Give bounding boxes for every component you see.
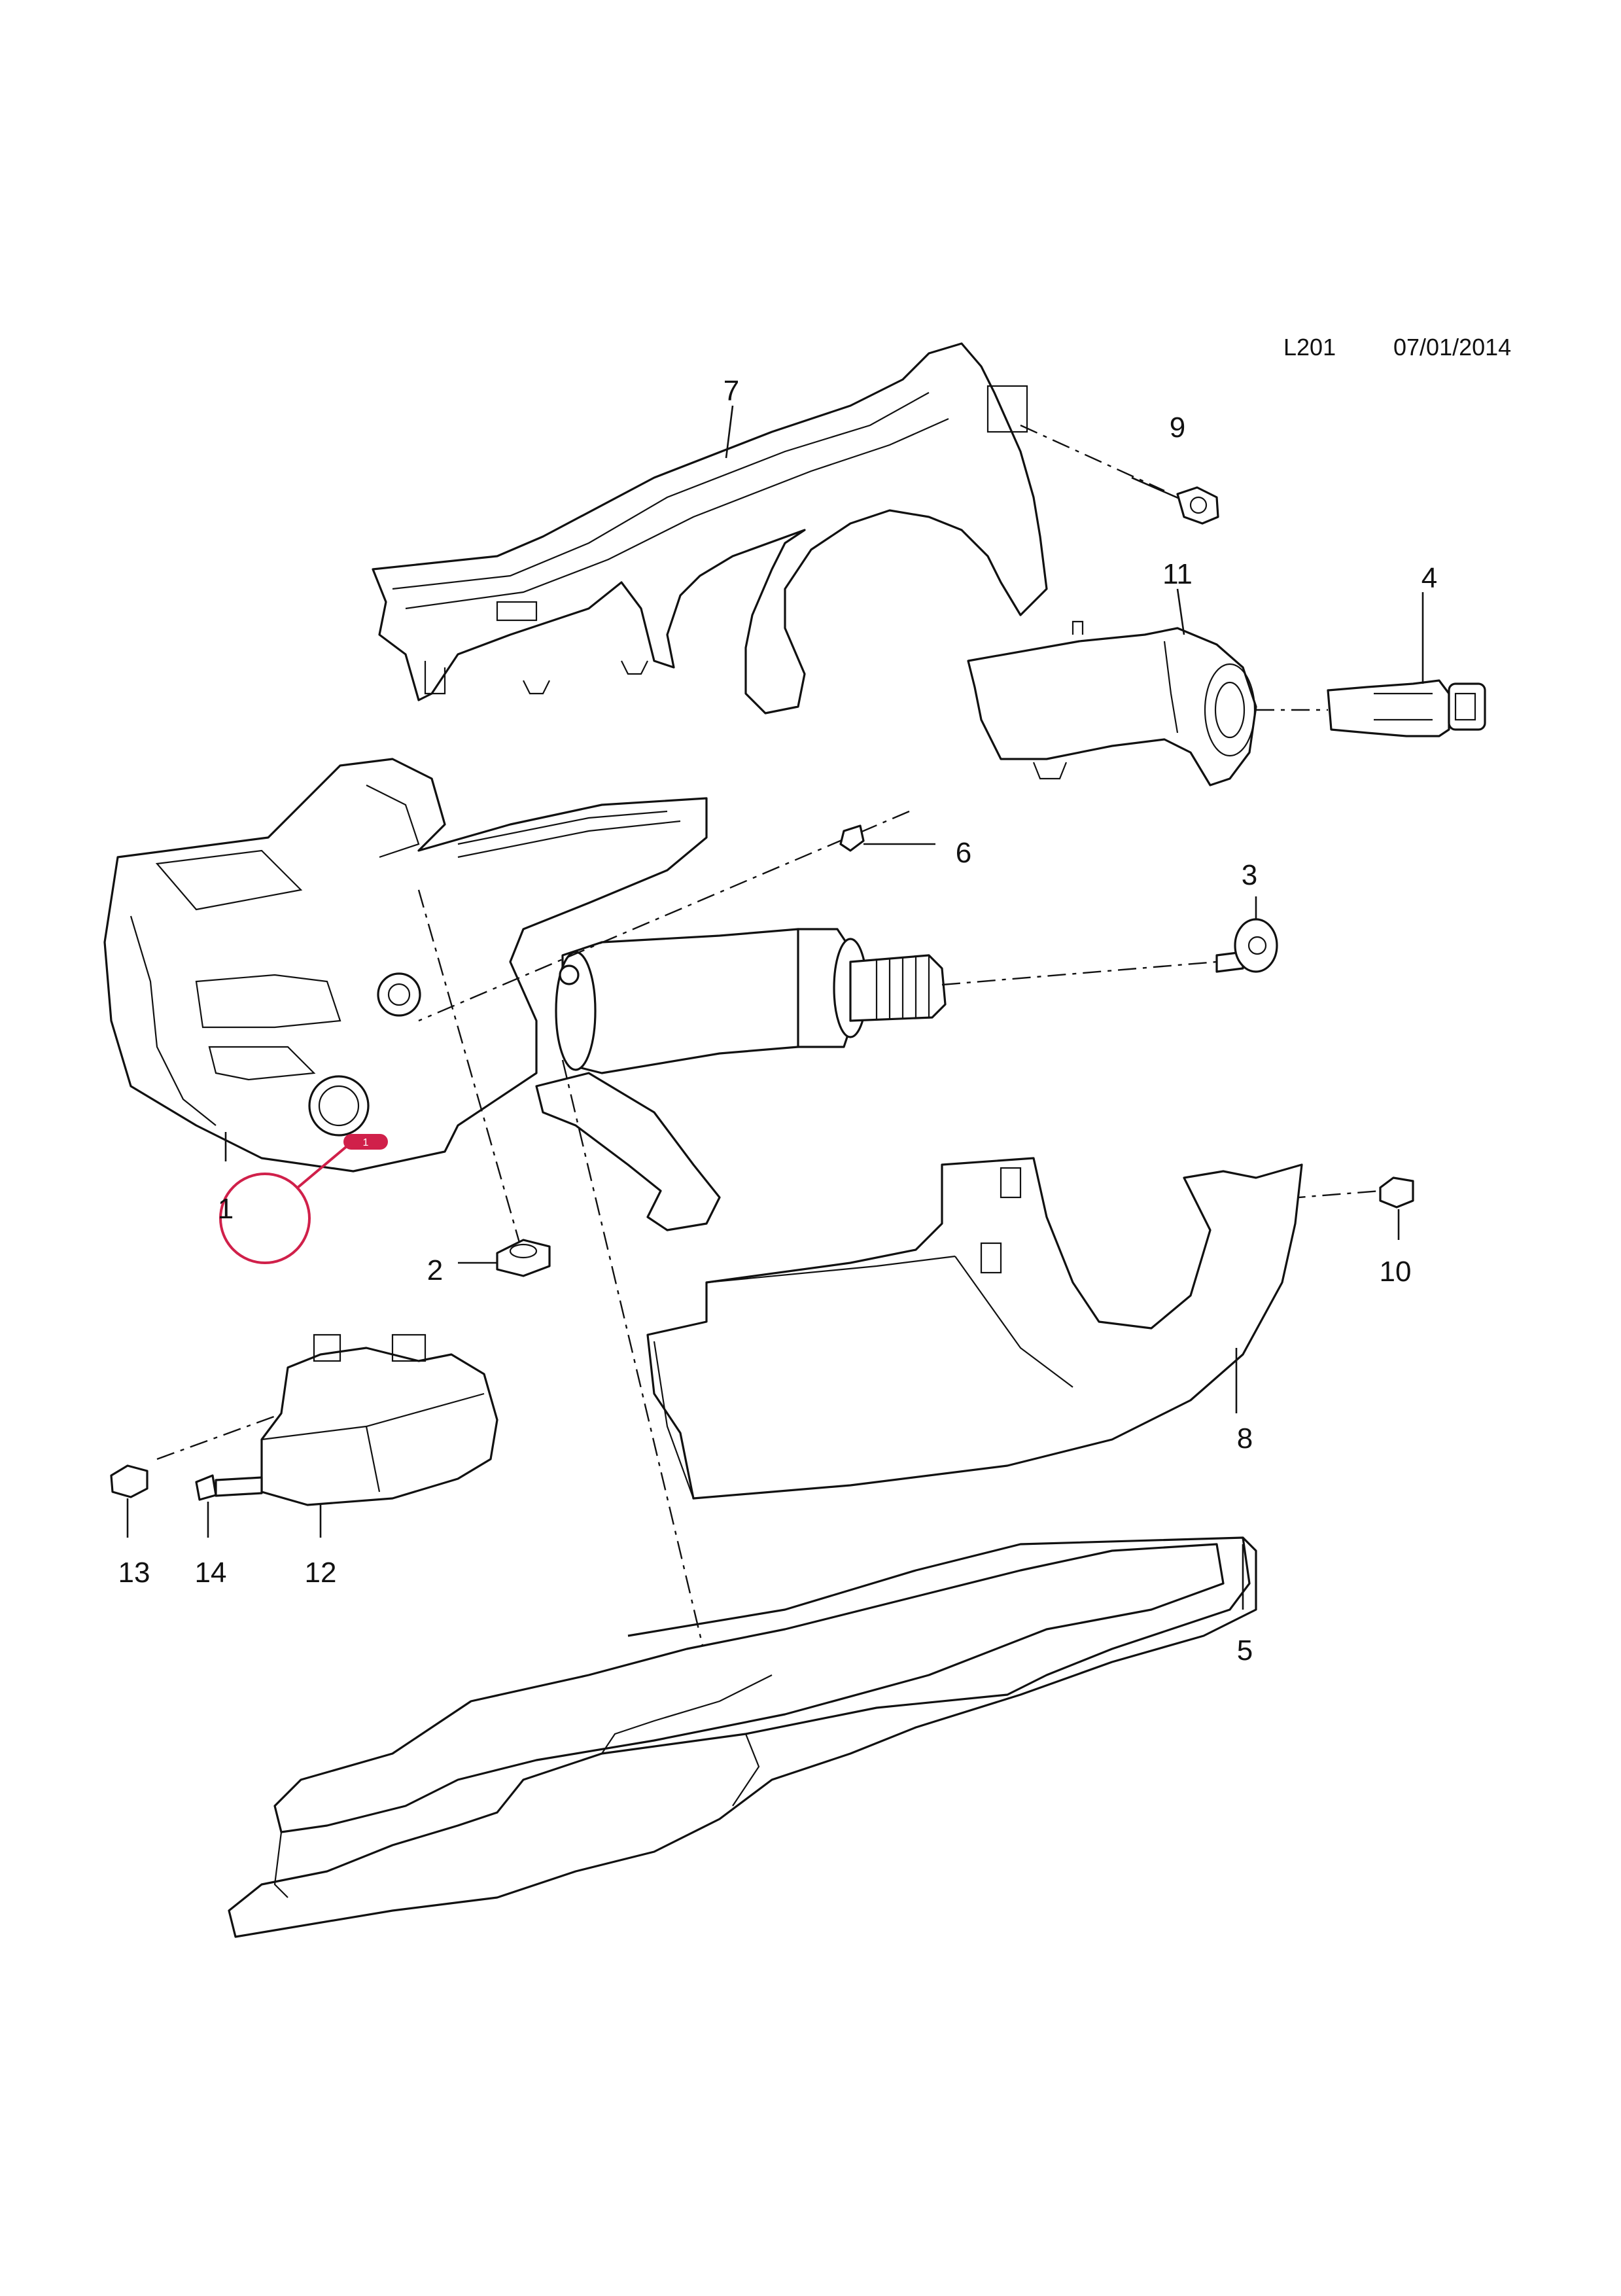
highlight-badge[interactable] (343, 1134, 388, 1150)
part-6-clip[interactable] (839, 824, 935, 852)
dashed-line-5 (561, 1059, 708, 1663)
callout-8: 8 (1237, 1422, 1253, 1455)
callout-5: 5 (1237, 1634, 1253, 1667)
callout-11: 11 (1162, 558, 1193, 590)
leader-11 (1176, 588, 1185, 635)
callout-3: 3 (1242, 859, 1257, 891)
part-9-screw[interactable] (1131, 476, 1219, 525)
part-5-knee-bolster[interactable] (228, 1536, 1257, 1938)
callout-13: 13 (118, 1557, 150, 1589)
dashed-line-9 (1020, 424, 1165, 492)
part-11-ignition-housing[interactable] (967, 620, 1257, 786)
callout-9: 9 (1170, 412, 1185, 444)
part-2-nut[interactable] (458, 1239, 551, 1277)
dashed-line-13 (156, 1405, 302, 1460)
highlight-marker[interactable]: 1 (219, 1134, 388, 1264)
highlight-circle (219, 1173, 311, 1264)
part-7-upper-shroud[interactable] (372, 342, 1048, 715)
part-3-bolt[interactable] (1215, 896, 1278, 973)
callout-12: 12 (305, 1557, 337, 1589)
callout-4: 4 (1421, 562, 1437, 594)
dashed-line-2 (417, 889, 525, 1257)
part-10-screw[interactable] (1379, 1176, 1414, 1240)
callout-1: 1 (218, 1193, 234, 1225)
part-13-bolt[interactable] (110, 1464, 148, 1538)
leader-7 (725, 405, 734, 459)
callout-14: 14 (195, 1557, 227, 1589)
part-14-screw[interactable] (195, 1474, 263, 1538)
part-4-lock-cylinder[interactable] (1327, 679, 1486, 737)
highlight-connector (296, 1145, 348, 1189)
callout-10: 10 (1380, 1256, 1412, 1288)
callout-2: 2 (427, 1254, 443, 1286)
diagram-code: L201 (1283, 334, 1336, 361)
highlight-badge-label: 1 (363, 1137, 369, 1148)
diagram-date: 07/01/2014 (1393, 334, 1511, 361)
dashed-line-3 (941, 961, 1217, 986)
dashed-line-6 (418, 810, 910, 1022)
steering-column-assembly[interactable] (103, 758, 947, 1231)
part-12-module[interactable] (260, 1333, 498, 1538)
callout-7: 7 (723, 375, 739, 407)
part-8-lower-shroud[interactable] (646, 1157, 1303, 1500)
callout-6: 6 (956, 837, 971, 869)
